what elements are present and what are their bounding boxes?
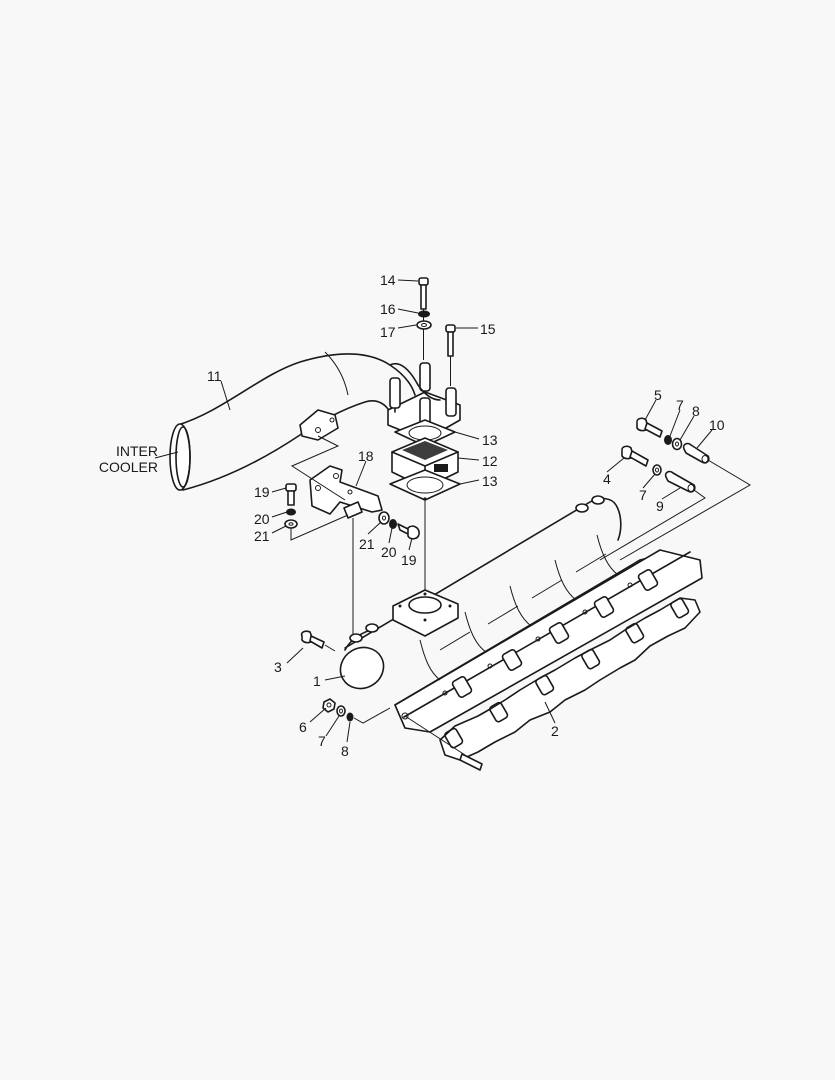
bolt-15 — [445, 324, 456, 386]
callout-5: 5 — [654, 387, 662, 403]
callout-7-lower: 7 — [639, 487, 647, 503]
bolt-14 — [418, 277, 429, 360]
bolt-3 — [300, 630, 325, 649]
washer-21-right — [378, 511, 390, 525]
callout-7-upper: 7 — [676, 397, 684, 413]
intake-manifold-1 — [339, 495, 703, 733]
washer-8-left — [346, 712, 354, 722]
note-line-2: COOLER — [98, 459, 158, 475]
callout-15: 15 — [480, 321, 496, 337]
washer-20-right — [389, 519, 397, 529]
washer-16 — [418, 310, 430, 318]
callout-3: 3 — [274, 659, 282, 675]
stud — [404, 715, 483, 771]
callout-1: 1 — [313, 673, 321, 689]
callout-19-right: 19 — [401, 552, 417, 568]
callout-8-right: 8 — [692, 403, 700, 419]
heater-element-12 — [391, 437, 459, 489]
manifold-gasket-2 — [439, 597, 701, 761]
callout-13-upper: 13 — [482, 432, 498, 448]
callout-6: 6 — [299, 719, 307, 735]
bolt-19-right — [397, 523, 420, 540]
callout-21-left: 21 — [254, 528, 270, 544]
washer-20-left — [286, 508, 296, 516]
callout-9: 9 — [656, 498, 664, 514]
callout-17: 17 — [380, 324, 396, 340]
callout-21-right: 21 — [359, 536, 375, 552]
spacer-9 — [664, 470, 696, 493]
callout-13-lower: 13 — [482, 473, 498, 489]
nut-6 — [322, 698, 336, 713]
bolt-4 — [621, 445, 649, 467]
intercooler-note: INTER COOLER — [96, 443, 158, 475]
callout-19-left: 19 — [254, 484, 270, 500]
washer-7-right-upper — [664, 435, 672, 445]
washer-21-left — [284, 519, 298, 529]
callout-8-left: 8 — [341, 743, 349, 759]
washer-8-right — [671, 437, 683, 451]
bolt-5 — [636, 417, 663, 438]
washer-17 — [416, 320, 432, 330]
callout-16: 16 — [380, 301, 396, 317]
callout-20-left: 20 — [254, 511, 270, 527]
callout-14: 14 — [380, 272, 396, 288]
bracket-18 — [309, 465, 383, 519]
callout-20-right: 20 — [381, 544, 397, 560]
washer-7-left — [336, 705, 346, 717]
note-line-1: INTER — [116, 443, 158, 459]
washer-7-right-lower — [652, 464, 662, 476]
leader-lines — [154, 279, 713, 743]
bolt-19-left — [285, 483, 297, 506]
callout-12: 12 — [482, 453, 498, 469]
callout-10: 10 — [709, 417, 725, 433]
callout-11: 11 — [207, 368, 222, 384]
intercooler-pipe — [169, 351, 416, 491]
spacer-10 — [682, 442, 710, 464]
callout-2: 2 — [551, 723, 559, 739]
manifold-inlet-flange — [392, 589, 459, 637]
callout-7-left: 7 — [318, 733, 326, 749]
callout-18: 18 — [358, 448, 374, 464]
callout-4: 4 — [603, 471, 611, 487]
